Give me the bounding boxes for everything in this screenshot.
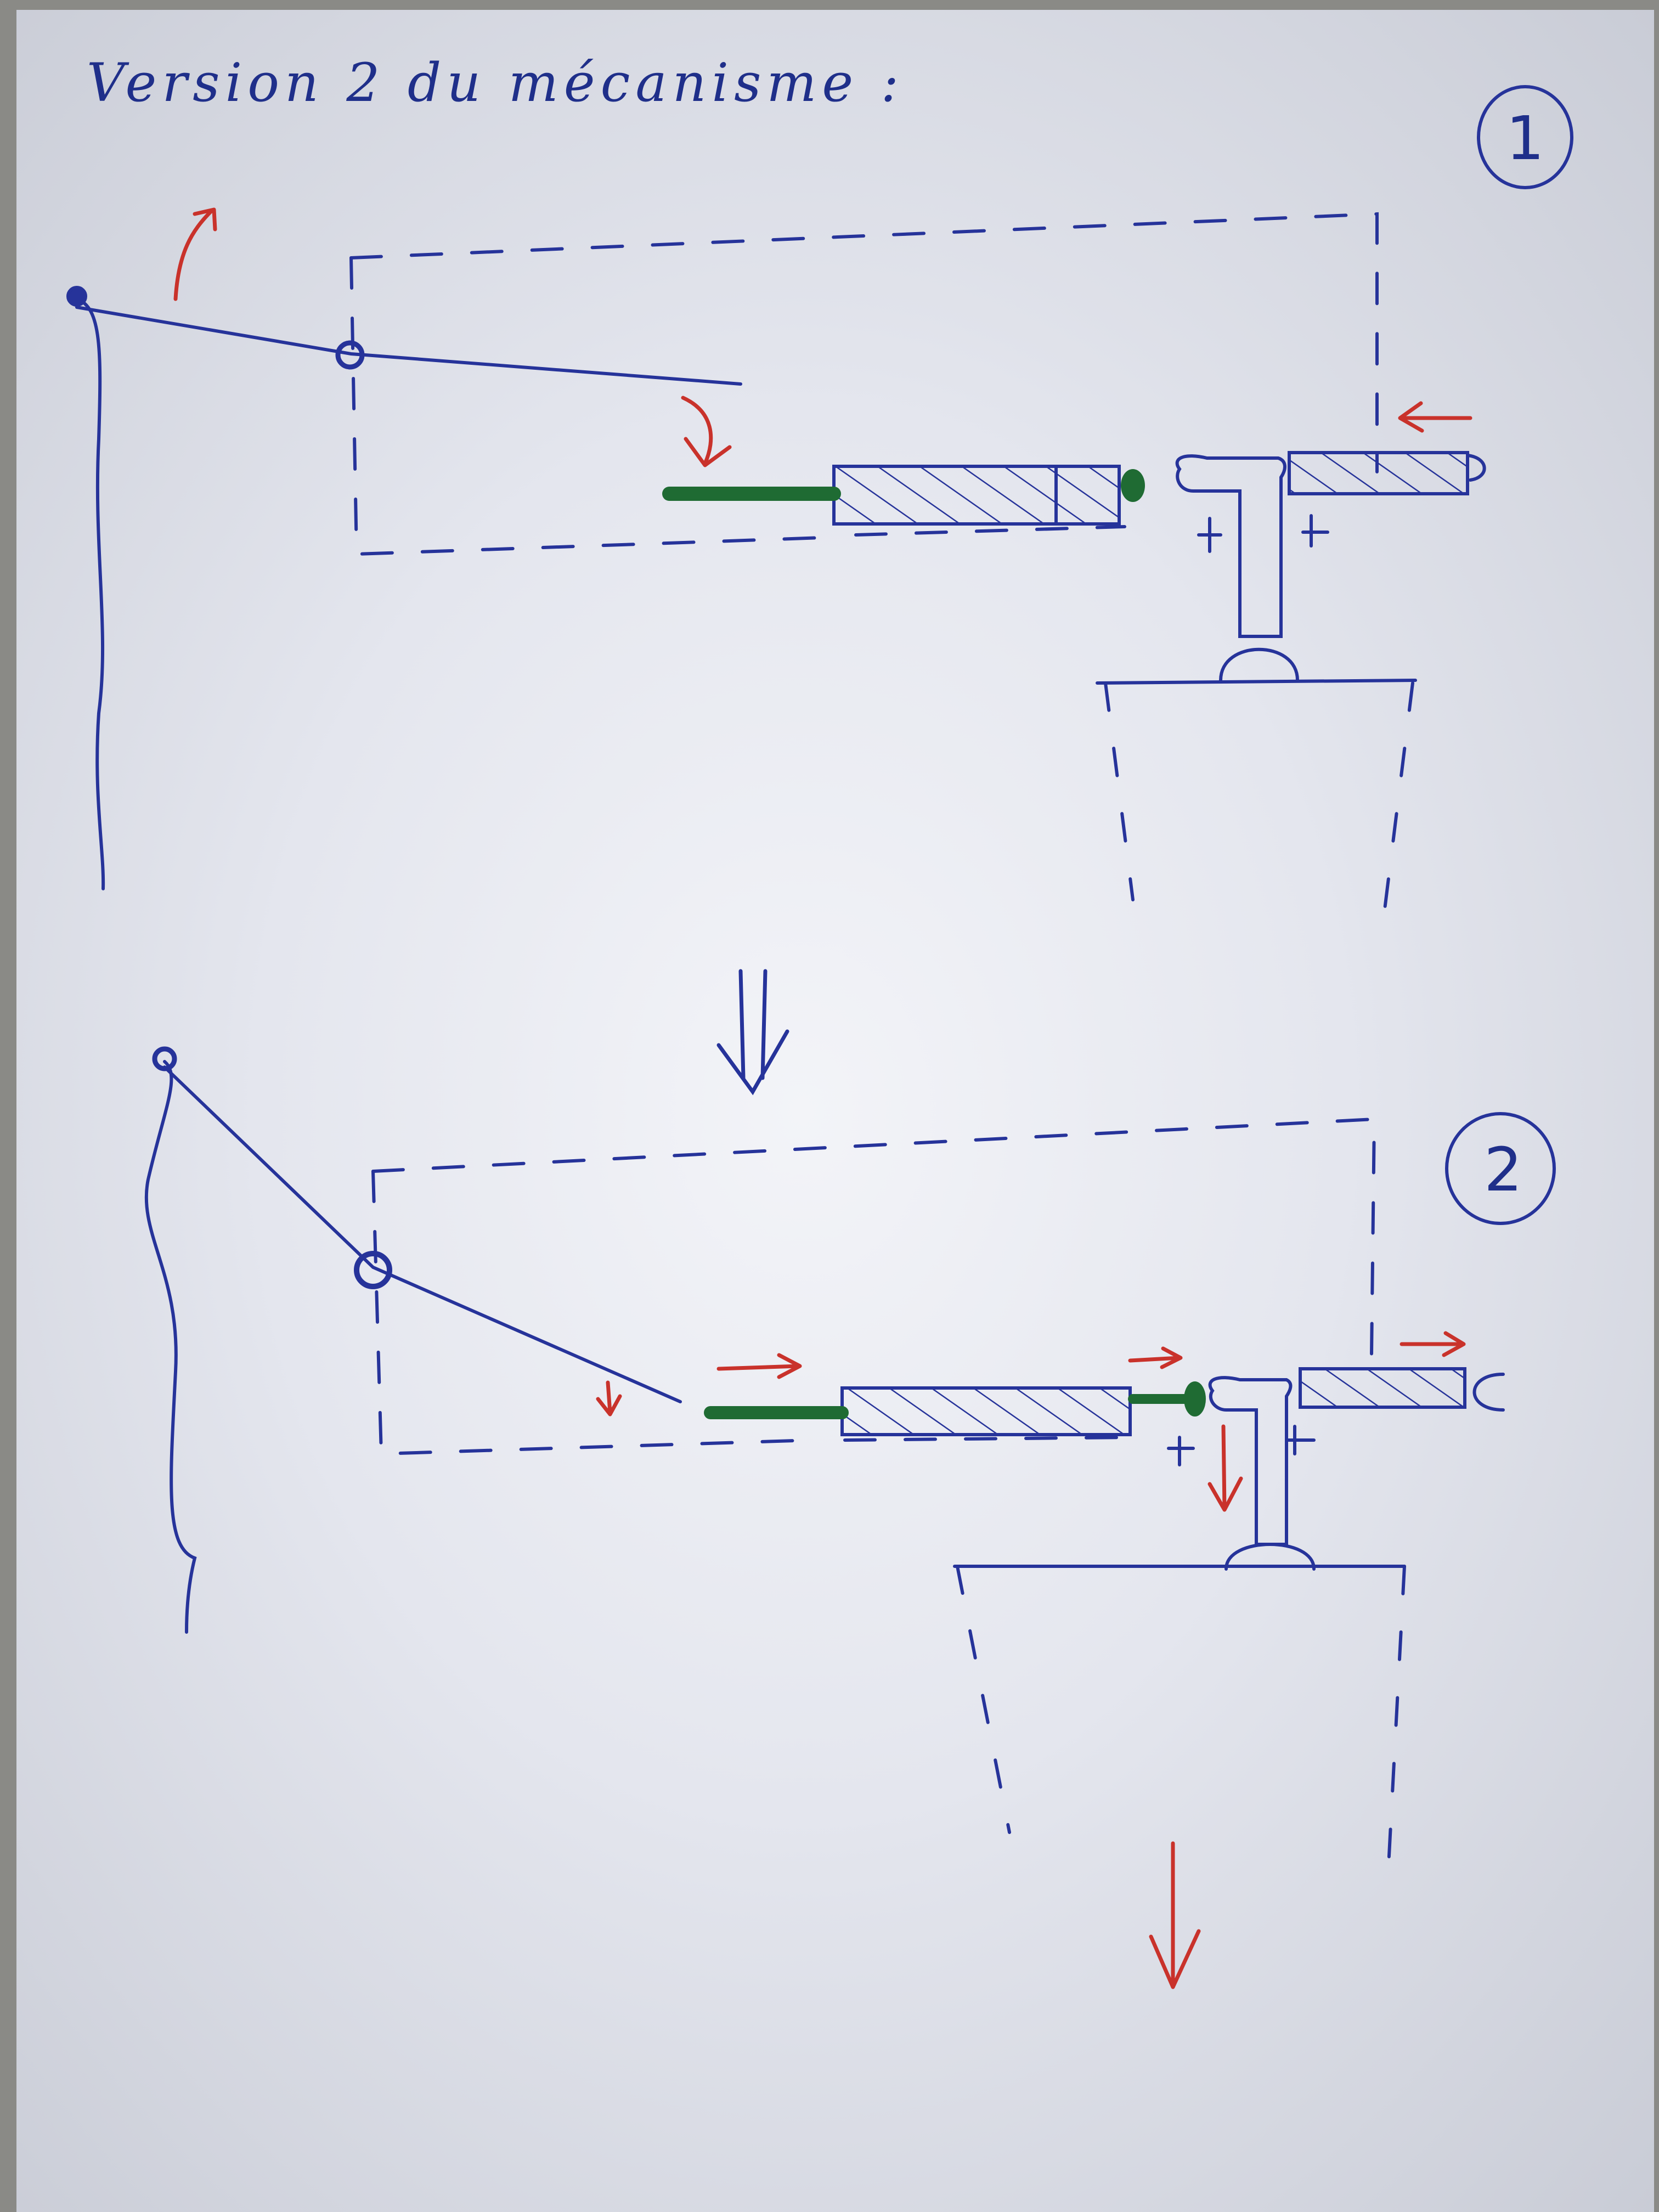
dashed-frame [371,1117,1376,1357]
latch-hook [1472,1373,1505,1412]
lever-fixed-pivot [66,286,87,307]
arrow-down-small [596,1380,622,1417]
lower-dashed-box [1104,681,1414,929]
green-knob [1121,469,1145,502]
arrow-down [1207,1424,1243,1512]
wall-line [75,297,105,890]
lever-pivot-ring [335,340,365,370]
arrow-left [1398,401,1472,433]
green-knob [1184,1381,1206,1417]
arrow-right-small [1128,1346,1183,1369]
step-1-circle [1477,85,1573,189]
latch-hook [1466,454,1486,482]
arrow-up-curved [173,207,217,301]
right-latch [1299,1367,1466,1409]
step-2-green-parts [704,1381,1206,1419]
dashed-frame-left [371,1170,814,1456]
lever-arm [75,306,742,386]
dashed-frame-left [349,256,825,556]
base-top-line [1096,679,1417,685]
dashed-frame-bottom [854,525,1126,537]
hatched-tube [840,1386,1132,1436]
step-2-arrows [596,1331,1466,1989]
transition-arrow [716,969,789,1096]
arrow-right [716,1353,802,1379]
post-bracket [1208,1376,1293,1546]
hatched-tube [832,465,1121,526]
lever-pivot-ring [354,1251,392,1289]
step-1-number: 1 [1506,103,1544,173]
post-base [1219,647,1299,682]
step-2-diagram: 2 [144,1046,1556,1878]
post-bracket [1175,454,1286,638]
arrow-down-curved [681,396,732,467]
step-2-circle [1445,1112,1556,1225]
dashed-frame [349,212,1379,473]
lever-arm [163,1065,682,1403]
step-1-diagram: 1 [66,85,1573,929]
step-1-green-parts [662,469,1145,502]
wall-line [144,1060,197,1634]
right-latch [1288,451,1469,495]
post-base [1224,1543,1316,1571]
page-title: Version 2 du mécanisme : [87,52,905,114]
step-2-number: 2 [1484,1135,1522,1205]
lower-dashed-box [956,1565,1406,1878]
dashed-frame-bottom [843,1436,1132,1442]
step-1-arrows [173,207,1472,467]
arrow-down-large [1149,1841,1201,1989]
arrow-right-latch [1400,1331,1466,1357]
paper-sheet [16,10,1654,2212]
